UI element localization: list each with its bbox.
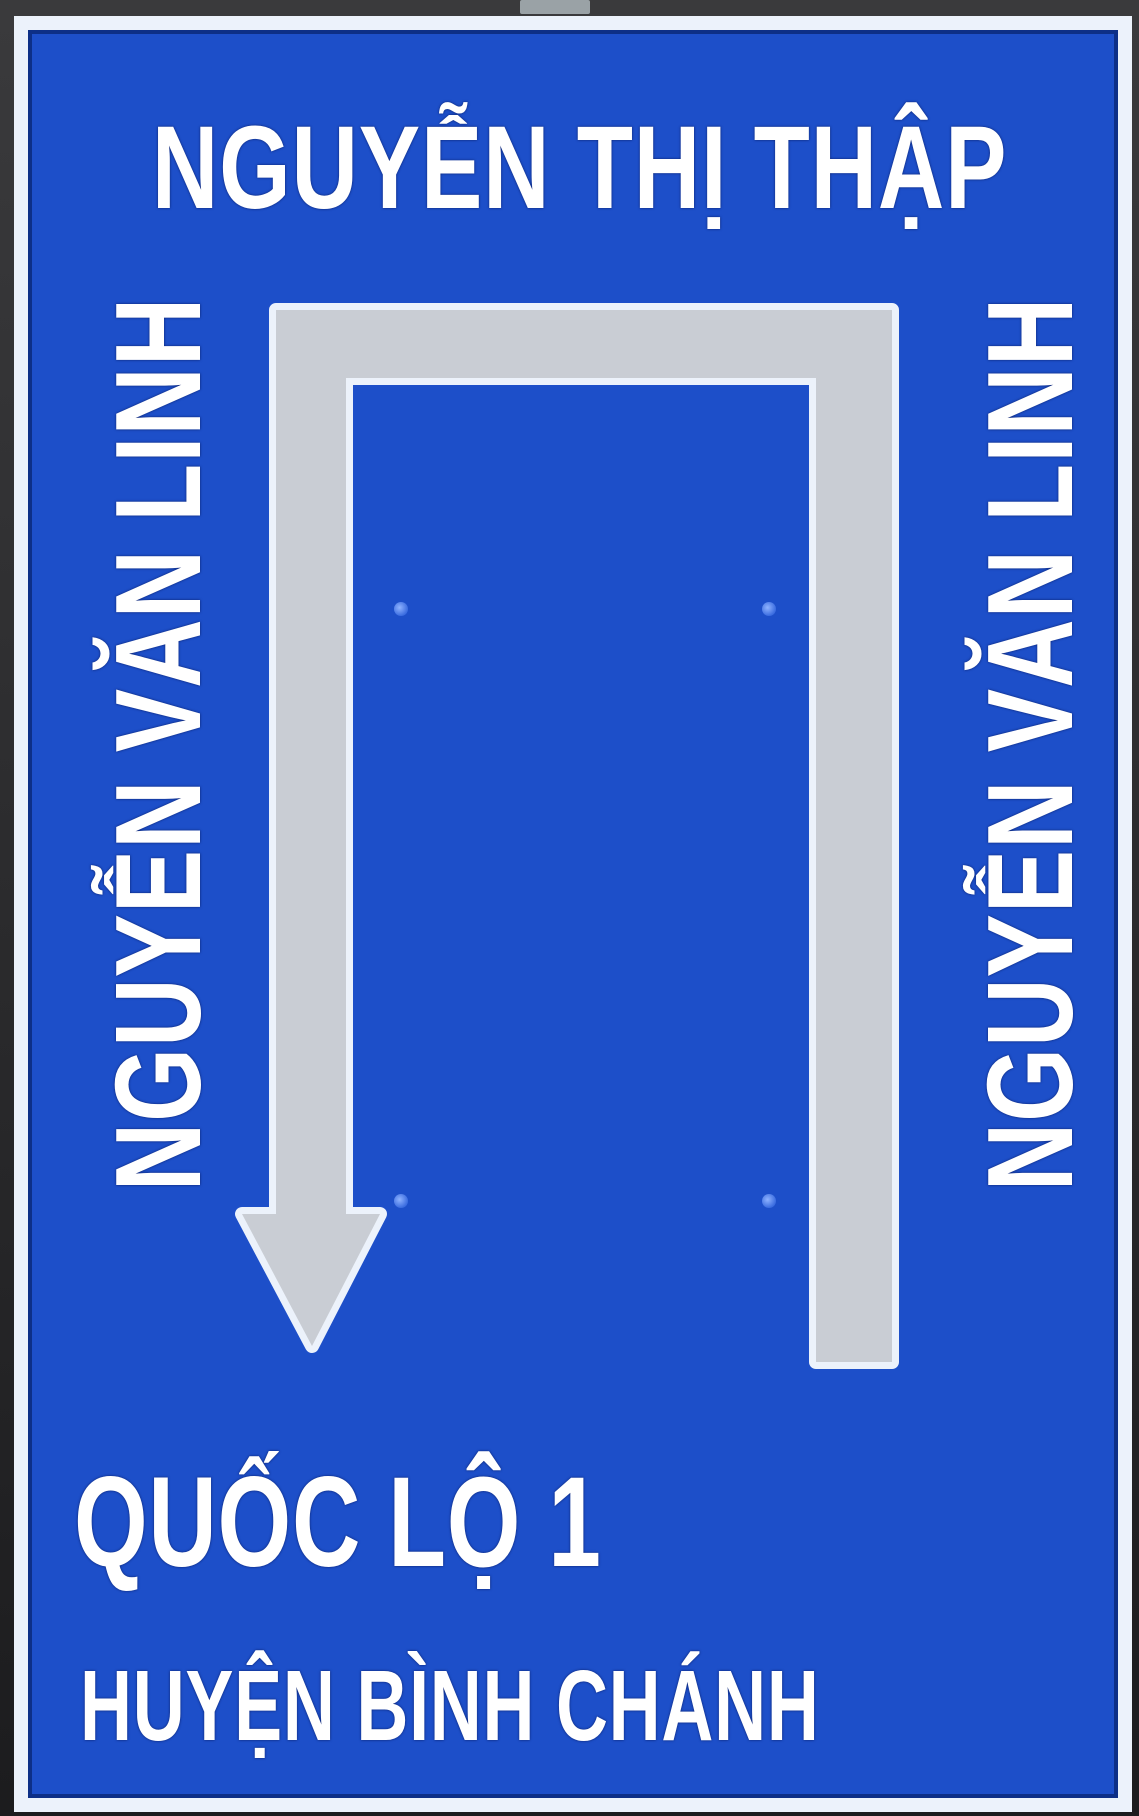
- district-name: HUYỆN BÌNH CHÁNH: [80, 1650, 820, 1762]
- destination-name: QUỐC LỘ 1: [74, 1451, 602, 1594]
- u-turn-arrow-icon: [235, 303, 899, 1369]
- road-sign: NGUYỄN THỊ THẬP NGUYỄN VĂN LINH NGUYỄN V…: [14, 16, 1132, 1812]
- sign-mount-bracket: [520, 0, 590, 14]
- right-street-name: NGUYỄN VĂN LINH: [962, 296, 1098, 1192]
- left-street-name: NGUYỄN VĂN LINH: [90, 296, 226, 1192]
- rivet: [762, 602, 776, 616]
- top-street-name: NGUYỄN THỊ THẬP: [151, 102, 1008, 234]
- rivet: [394, 1194, 408, 1208]
- rivet: [762, 1194, 776, 1208]
- rivet: [394, 602, 408, 616]
- sign-face: NGUYỄN THỊ THẬP NGUYỄN VĂN LINH NGUYỄN V…: [28, 30, 1118, 1798]
